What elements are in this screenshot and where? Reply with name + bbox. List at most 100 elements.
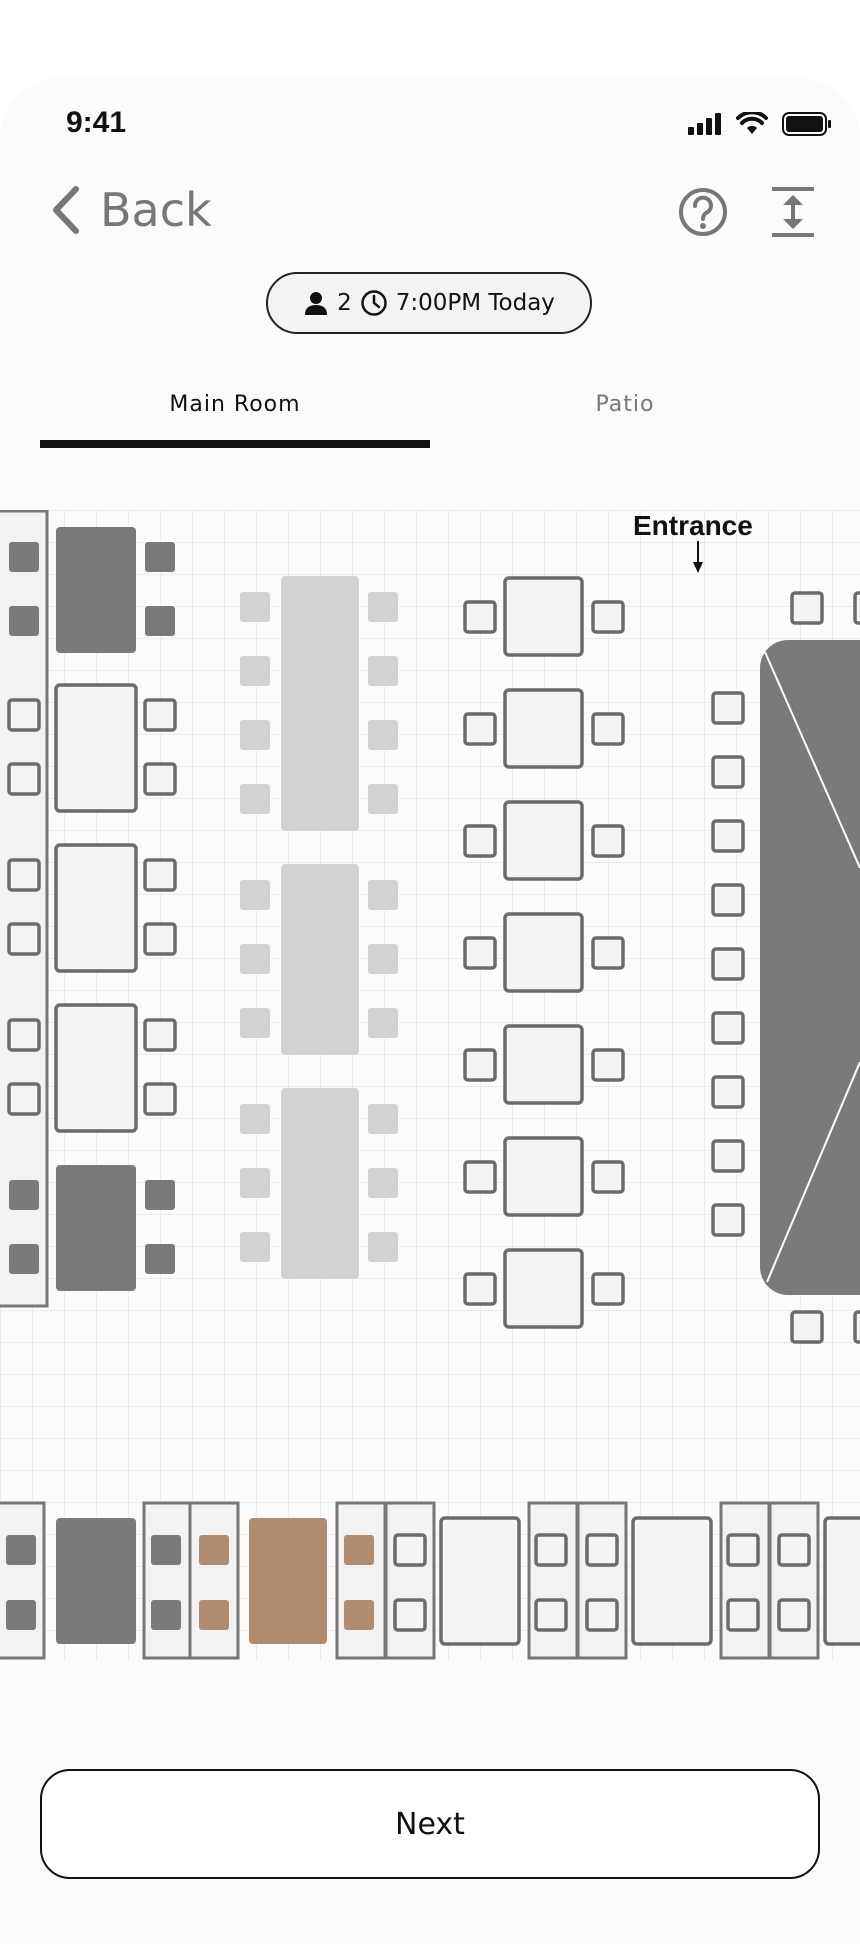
chair <box>393 1533 427 1567</box>
table-disabled <box>281 864 359 1055</box>
chair <box>777 1533 811 1567</box>
chair <box>368 944 398 974</box>
chair <box>853 591 860 625</box>
chair <box>143 922 177 956</box>
reservation-time: 7:00PM Today <box>395 290 555 316</box>
table-available[interactable] <box>439 1516 521 1646</box>
chair <box>344 1535 374 1565</box>
booth-bench <box>0 510 49 1308</box>
chair <box>711 755 745 789</box>
booth-bench <box>335 1501 387 1660</box>
chair <box>711 819 745 853</box>
booth-bench <box>384 1501 436 1660</box>
chair <box>585 1598 619 1632</box>
chevron-left-icon <box>53 186 79 234</box>
table-available[interactable] <box>503 688 584 769</box>
chair <box>368 784 398 814</box>
chair <box>240 784 270 814</box>
chair <box>463 600 497 634</box>
chair <box>463 824 497 858</box>
chair <box>726 1533 760 1567</box>
table-available[interactable] <box>503 1136 584 1217</box>
chair <box>591 1272 625 1306</box>
chair <box>7 1082 41 1116</box>
help-icon[interactable] <box>678 187 728 237</box>
floor-plan <box>0 510 860 1660</box>
chair <box>9 606 39 636</box>
table-available[interactable] <box>823 1516 860 1646</box>
booth-bench <box>188 1501 240 1660</box>
chair <box>853 1310 860 1344</box>
back-label: Back <box>100 183 212 237</box>
next-button[interactable]: Next <box>40 1769 820 1879</box>
booth-bench <box>142 1501 194 1660</box>
chair <box>7 762 41 796</box>
booth-bench <box>0 1501 46 1660</box>
chair <box>143 762 177 796</box>
table-available[interactable] <box>503 800 584 881</box>
table-available[interactable] <box>54 1003 138 1133</box>
chair <box>463 712 497 746</box>
person-icon <box>305 292 328 315</box>
chair <box>145 542 175 572</box>
chair <box>7 922 41 956</box>
chair <box>368 656 398 686</box>
chair <box>368 1232 398 1262</box>
table-available[interactable] <box>503 1248 584 1329</box>
chair <box>9 542 39 572</box>
table-available[interactable] <box>503 576 584 657</box>
tab-main-room[interactable]: Main Room <box>169 392 301 417</box>
table-divider <box>764 651 860 869</box>
chair <box>711 1139 745 1173</box>
chair <box>711 691 745 725</box>
reservation-summary[interactable]: 2 7:00PM Today <box>266 272 592 334</box>
booth-bench <box>576 1501 628 1660</box>
table-available[interactable] <box>54 843 138 973</box>
chair <box>585 1533 619 1567</box>
chair <box>7 698 41 732</box>
expand-vertical-icon[interactable] <box>768 185 818 239</box>
chair <box>591 1160 625 1194</box>
chair <box>463 936 497 970</box>
chair <box>726 1598 760 1632</box>
chair <box>711 883 745 917</box>
table-available[interactable] <box>503 1024 584 1105</box>
tab-patio[interactable]: Patio <box>595 392 655 417</box>
table-unavailable <box>56 1165 136 1291</box>
chair <box>151 1535 181 1565</box>
chair <box>534 1598 568 1632</box>
chair <box>240 656 270 686</box>
chair <box>7 1018 41 1052</box>
chair <box>393 1598 427 1632</box>
chair <box>790 591 824 625</box>
table-divider <box>766 1061 860 1283</box>
table-available[interactable] <box>631 1516 713 1646</box>
booth-bench <box>527 1501 579 1660</box>
cellular-signal-icon <box>688 113 721 135</box>
table-available[interactable] <box>54 683 138 813</box>
chair <box>711 947 745 981</box>
chair <box>151 1600 181 1630</box>
chair <box>143 1082 177 1116</box>
chair <box>9 1180 39 1210</box>
chair <box>463 1272 497 1306</box>
next-label: Next <box>395 1806 465 1842</box>
chair <box>711 1075 745 1109</box>
chair <box>368 1104 398 1134</box>
booth-bench <box>768 1501 820 1660</box>
entrance-label: Entrance <box>633 510 753 541</box>
table-selected[interactable] <box>249 1518 327 1644</box>
chair <box>591 824 625 858</box>
chair <box>145 606 175 636</box>
chair <box>6 1535 36 1565</box>
table-disabled <box>281 1088 359 1279</box>
back-button[interactable]: Back <box>48 183 212 237</box>
chair <box>6 1600 36 1630</box>
chair <box>240 1232 270 1262</box>
chair <box>463 1048 497 1082</box>
table-available[interactable] <box>503 912 584 993</box>
chair <box>344 1600 374 1630</box>
chair <box>240 1008 270 1038</box>
chair <box>591 1048 625 1082</box>
chair <box>143 1018 177 1052</box>
